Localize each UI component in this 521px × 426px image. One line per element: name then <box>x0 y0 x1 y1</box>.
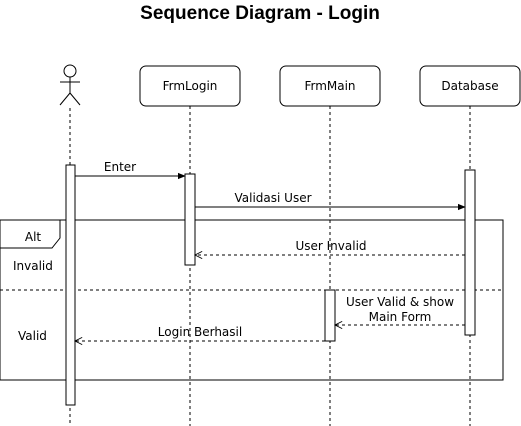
message-login-berhasil: Login Berhasil <box>75 325 325 341</box>
participant-database-label: Database <box>441 79 498 93</box>
user-actor-icon <box>59 64 81 106</box>
alt-operator-label: Alt <box>25 230 42 244</box>
message-enter-label: Enter <box>104 160 136 174</box>
user-activation <box>65 164 76 406</box>
guard-invalid-label: Invalid <box>13 259 53 273</box>
message-validasi-user: Validasi User <box>195 191 466 211</box>
database-activation <box>464 169 476 336</box>
alt-fragment: Alt Invalid Valid <box>0 219 504 381</box>
message-user-invalid: User Invalid <box>195 239 465 255</box>
participant-database: Database <box>419 65 521 107</box>
participant-frmlogin-label: FrmLogin <box>163 79 218 93</box>
participant-frmlogin: FrmLogin <box>139 65 241 107</box>
participant-frmmain: FrmMain <box>279 65 381 107</box>
message-user-invalid-label: User Invalid <box>295 239 366 253</box>
participant-frmmain-label: FrmMain <box>304 79 355 93</box>
message-user-valid-label-line1: User Valid & show <box>346 295 454 309</box>
frmmain-activation <box>324 289 336 342</box>
diagram-title: Sequence Diagram - Login <box>140 3 380 24</box>
frmlogin-activation <box>184 173 196 266</box>
guard-valid-label: Valid <box>18 329 47 343</box>
message-user-valid-show-main-form: User Valid & show Main Form <box>335 295 465 325</box>
message-login-berhasil-label: Login Berhasil <box>158 325 242 339</box>
message-user-valid-label-line2: Main Form <box>369 310 432 324</box>
message-validasi-user-label: Validasi User <box>234 191 311 205</box>
message-enter: Enter <box>75 160 186 180</box>
